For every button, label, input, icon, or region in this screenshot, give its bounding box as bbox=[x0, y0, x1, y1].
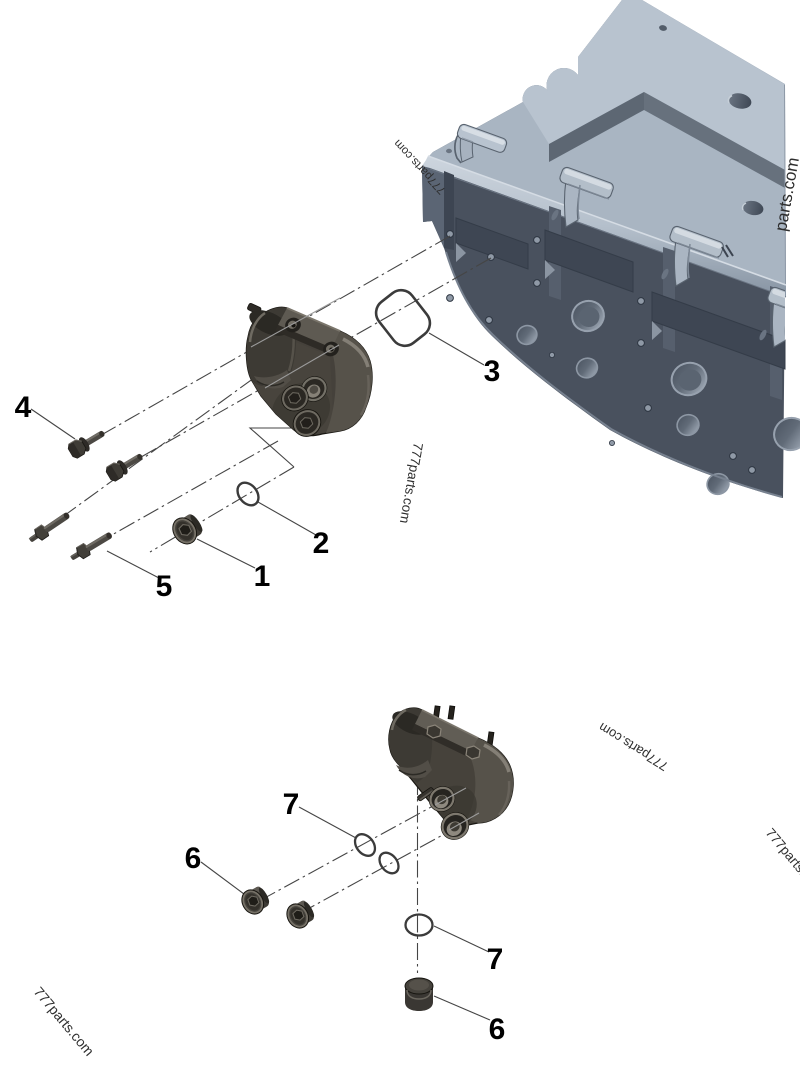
svg-text:5: 5 bbox=[156, 570, 173, 603]
svg-text:777parts.com: 777parts.com bbox=[763, 825, 800, 897]
svg-text:7: 7 bbox=[487, 943, 504, 976]
svg-text:1: 1 bbox=[254, 560, 271, 593]
svg-text:3: 3 bbox=[484, 355, 501, 388]
svg-text:7: 7 bbox=[283, 788, 300, 821]
svg-text:777parts.com: 777parts.com bbox=[596, 720, 671, 774]
svg-text:777parts.com: 777parts.com bbox=[31, 984, 98, 1059]
svg-text:2: 2 bbox=[313, 527, 330, 560]
svg-text:4: 4 bbox=[15, 391, 32, 424]
svg-text:6: 6 bbox=[489, 1013, 506, 1046]
svg-text:777parts.com: 777parts.com bbox=[397, 441, 426, 524]
svg-text:6: 6 bbox=[185, 842, 202, 875]
